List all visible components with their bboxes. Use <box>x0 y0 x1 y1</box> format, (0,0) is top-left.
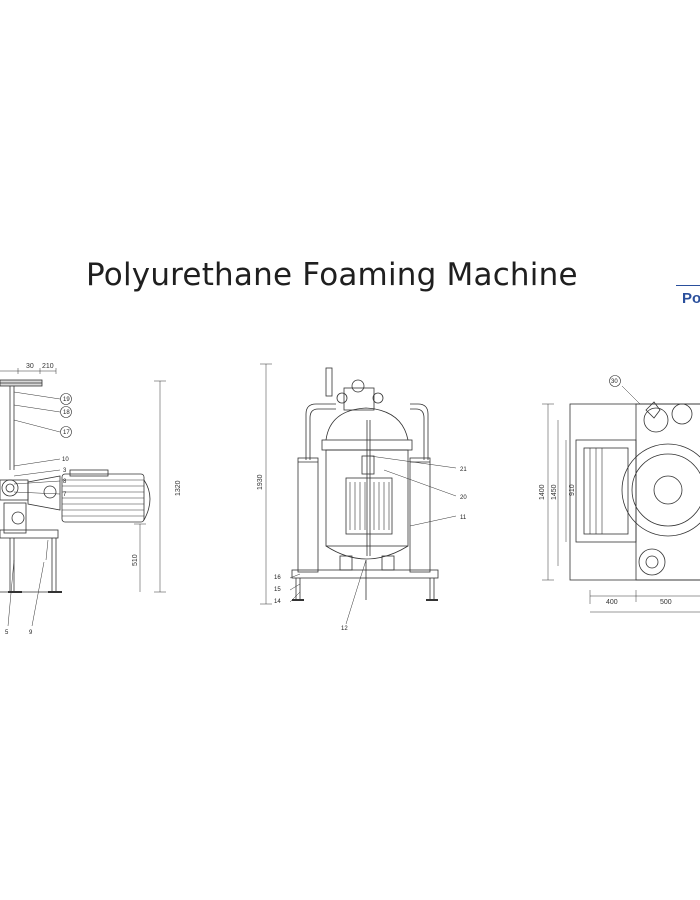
side-dim-total-height: 1320 <box>175 480 182 496</box>
side-callout-1: 19 <box>63 397 70 403</box>
logo-text: Po <box>682 290 700 307</box>
side-callout-2: 18 <box>63 410 70 416</box>
side-view <box>0 368 166 627</box>
front-callout-7: 12 <box>341 626 348 632</box>
side-callout-6: 8 <box>63 479 67 485</box>
side-callout-3: 17 <box>63 430 70 436</box>
top-callout-1: 30 <box>611 379 618 385</box>
front-dim-height: 1930 <box>257 474 264 490</box>
front-callout-6: 14 <box>274 599 281 605</box>
side-dim-top-2: 210 <box>42 363 54 370</box>
logo-rule <box>676 285 700 286</box>
top-view <box>542 375 700 613</box>
front-view <box>260 363 457 625</box>
side-callout-9: 9 <box>29 630 33 636</box>
side-dim-lower-height: 510 <box>132 554 139 566</box>
brand-logo: Po <box>676 282 700 310</box>
front-callout-3: 11 <box>460 515 467 521</box>
side-callout-8: 5 <box>5 630 9 636</box>
front-callout-1: 21 <box>460 467 467 473</box>
front-callout-2: 20 <box>460 495 467 501</box>
top-dim-left-2: 1450 <box>551 484 558 500</box>
front-callout-4: 16 <box>274 575 281 581</box>
top-dim-bottom-2: 500 <box>660 599 672 606</box>
page-title: Polyurethane Foaming Machine <box>86 257 578 293</box>
top-dim-bottom-1: 400 <box>606 599 618 606</box>
side-callout-5: 3 <box>63 468 67 474</box>
top-dim-left-1: 1400 <box>539 484 546 500</box>
side-callout-7: 7 <box>63 492 67 498</box>
front-callout-5: 15 <box>274 587 281 593</box>
side-callout-4: 10 <box>62 457 69 463</box>
top-dim-left-3: 910 <box>569 484 576 496</box>
side-dim-top-1: 30 <box>26 363 34 370</box>
